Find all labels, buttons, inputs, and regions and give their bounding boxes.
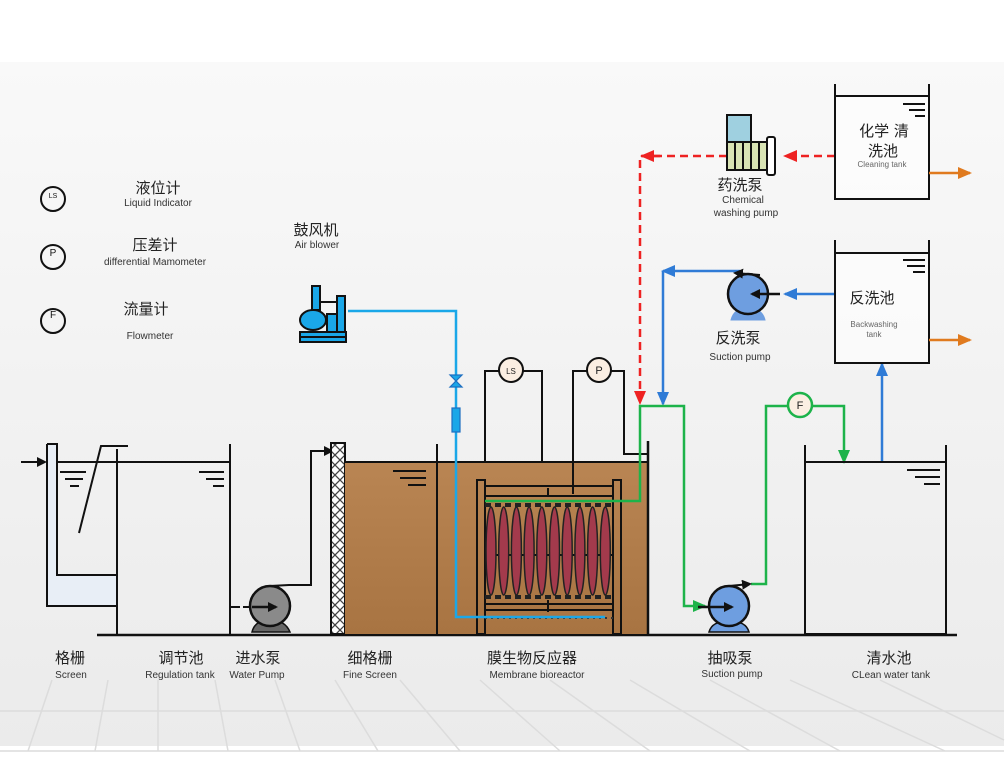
air-blower[interactable] bbox=[299, 285, 347, 343]
membrane-fiber bbox=[599, 506, 612, 596]
regulation-tank-label: 调节池 bbox=[158, 649, 203, 667]
membrane-fiber bbox=[485, 506, 497, 596]
air-valve-icon bbox=[448, 374, 464, 388]
screen-unit[interactable] bbox=[21, 443, 230, 607]
svg-text:tank: tank bbox=[866, 330, 882, 339]
svg-text:Chemical: Chemical bbox=[722, 195, 764, 206]
flow-gauge bbox=[786, 391, 814, 419]
water-level-icon bbox=[907, 469, 940, 485]
chemical-pump-label: 药洗泵 bbox=[717, 176, 762, 194]
chemical-line bbox=[634, 150, 835, 405]
backwash-tank-label: 反洗池 bbox=[849, 289, 894, 307]
svg-text:Screen: Screen bbox=[55, 670, 87, 681]
floor-grid bbox=[0, 679, 1005, 752]
membrane-fiber bbox=[548, 506, 561, 596]
legend-item-pressure: P 压差计 differential Mamometer bbox=[40, 236, 207, 270]
water-level-icon bbox=[903, 103, 925, 117]
permeate-line: F bbox=[485, 391, 850, 612]
membrane-module bbox=[476, 479, 622, 635]
svg-text:Membrane bioreactor: Membrane bioreactor bbox=[489, 670, 585, 681]
svg-text:Cleaning tank: Cleaning tank bbox=[858, 160, 908, 169]
fine-screen-label: 细格栅 bbox=[347, 649, 392, 667]
chemical-pump[interactable] bbox=[726, 114, 776, 176]
flow-gauge-label: F bbox=[797, 400, 804, 412]
svg-text:Suction pump: Suction pump bbox=[709, 352, 771, 363]
clean-water-tank[interactable] bbox=[804, 445, 947, 635]
level-gauge[interactable]: LS bbox=[484, 357, 543, 462]
water-level-icon bbox=[903, 259, 925, 273]
legend-item-level: LS 液位计 Liquid Indicator bbox=[40, 179, 193, 212]
screen-label: 格栅 bbox=[55, 649, 85, 667]
svg-text:F: F bbox=[50, 310, 56, 321]
svg-text:Liquid Indicator: Liquid Indicator bbox=[124, 198, 192, 209]
membrane-fiber bbox=[536, 506, 548, 596]
bar-screen bbox=[78, 445, 128, 534]
svg-text:Flowmeter: Flowmeter bbox=[127, 331, 174, 342]
svg-text:differential Mamometer: differential Mamometer bbox=[104, 257, 207, 268]
membrane-fibers bbox=[485, 506, 612, 596]
suction-pump-label: 抽吸泵 bbox=[707, 649, 752, 667]
membrane-fiber bbox=[586, 506, 599, 596]
svg-text:液位计: 液位计 bbox=[135, 179, 180, 197]
backwash-line bbox=[657, 265, 888, 462]
water-pump[interactable] bbox=[231, 446, 334, 633]
mbr-label: 膜生物反应器 bbox=[487, 649, 577, 667]
svg-text:流量计: 流量计 bbox=[123, 300, 168, 318]
svg-text:CLean water tank: CLean water tank bbox=[852, 670, 931, 681]
cleaning-tank-label: 化学 清 bbox=[859, 122, 909, 140]
equipment-labels: 格栅 Screen 调节池 Regulation tank 进水泵 Water … bbox=[55, 122, 931, 681]
air-blower-label: 鼓风机 bbox=[293, 221, 338, 239]
membrane-fiber bbox=[561, 506, 573, 596]
level-gauge-label: LS bbox=[506, 367, 516, 376]
backwash-tank[interactable] bbox=[834, 240, 972, 364]
backwash-pump[interactable] bbox=[726, 268, 780, 321]
membrane-fiber bbox=[523, 506, 535, 596]
membrane-fiber bbox=[574, 506, 586, 596]
legend: LS 液位计 Liquid Indicator P 压差计 differenti… bbox=[40, 179, 207, 342]
pressure-gauge-label: P bbox=[595, 365, 602, 377]
svg-text:Fine Screen: Fine Screen bbox=[343, 670, 397, 681]
fine-screen[interactable] bbox=[330, 442, 346, 635]
legend-item-flow: F 流量计 Flowmeter bbox=[40, 300, 174, 342]
svg-text:LS: LS bbox=[49, 193, 58, 200]
svg-text:洗池: 洗池 bbox=[868, 142, 898, 160]
pressure-gauge[interactable]: P bbox=[572, 357, 648, 494]
water-level-icon bbox=[393, 470, 426, 486]
clean-water-tank-label: 清水池 bbox=[866, 649, 911, 667]
svg-text:Regulation tank: Regulation tank bbox=[145, 670, 215, 681]
air-line bbox=[348, 309, 605, 619]
svg-text:washing pump: washing pump bbox=[713, 208, 779, 219]
membrane-fiber bbox=[497, 506, 510, 596]
cleaning-tank[interactable] bbox=[834, 84, 972, 200]
svg-text:Suction pump: Suction pump bbox=[701, 669, 763, 680]
backwash-pump-label: 反洗泵 bbox=[715, 329, 760, 347]
water-level-icon bbox=[60, 471, 86, 487]
air-flowmeter-icon bbox=[451, 407, 461, 433]
svg-text:Air blower: Air blower bbox=[295, 240, 340, 251]
svg-text:P: P bbox=[50, 248, 57, 259]
svg-text:压差计: 压差计 bbox=[132, 236, 177, 254]
water-pump-label: 进水泵 bbox=[235, 649, 280, 667]
svg-text:Water Pump: Water Pump bbox=[229, 670, 285, 681]
suction-pump[interactable] bbox=[698, 579, 752, 633]
svg-text:Backwashing: Backwashing bbox=[850, 320, 897, 329]
water-level-icon bbox=[199, 471, 224, 487]
regulation-tank[interactable] bbox=[116, 444, 231, 635]
membrane-fiber bbox=[510, 506, 523, 596]
